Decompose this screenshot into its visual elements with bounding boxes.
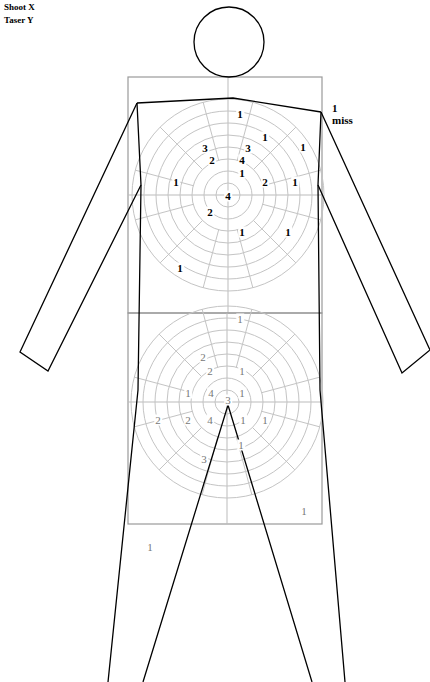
hit-count: 3 (244, 143, 252, 154)
body-outline (20, 7, 430, 682)
hit-count: 1 (261, 132, 269, 143)
target-spoke (236, 437, 252, 495)
target-ring (156, 123, 300, 267)
left-side (108, 103, 141, 682)
hit-count: 1 (239, 415, 247, 426)
hit-count: 1 (300, 506, 308, 517)
target-spoke (135, 204, 193, 220)
target-spoke (236, 309, 252, 367)
hit-count: 1 (236, 109, 244, 120)
hit-count: 3 (200, 454, 208, 465)
hit-count: 1 (238, 388, 246, 399)
target-ring (216, 183, 240, 207)
hit-count: 4 (238, 155, 246, 166)
hit-count: 4 (224, 191, 232, 202)
key-text: Taser Y (3, 16, 34, 25)
hit-count: 1 (238, 366, 246, 377)
hit-count: 1 (172, 177, 180, 188)
hit-count: 2 (199, 352, 207, 363)
target-spoke (134, 411, 192, 427)
hit-count: 1 (284, 227, 292, 238)
target-ring (203, 378, 251, 426)
hit-count: 1 (299, 142, 307, 153)
target-frame (128, 77, 322, 313)
hit-count: 2 (208, 155, 216, 166)
hit-count: 1 (331, 103, 339, 114)
head-outline (194, 7, 264, 77)
left-arm (20, 103, 141, 371)
target-ring (144, 111, 312, 279)
hit-count: 4 (206, 415, 214, 426)
target-frame (128, 313, 322, 524)
hit-count: 1 (176, 263, 184, 274)
inner-legs (143, 405, 312, 682)
hit-count: 1 (146, 542, 154, 553)
right-side (318, 112, 345, 682)
hit-count: 1 (236, 314, 244, 325)
target-spoke (263, 204, 321, 220)
hit-count: 1 (184, 388, 192, 399)
hit-count: 2 (261, 177, 269, 188)
target-spoke (135, 170, 193, 186)
target-spoke (253, 127, 295, 169)
target-spoke (160, 127, 202, 169)
shoulder-line (137, 98, 321, 112)
hit-count: 1 (261, 415, 269, 426)
hit-count: 1 (237, 440, 245, 451)
target-spoke (262, 377, 320, 393)
target-spoke (160, 220, 202, 262)
target-ring (143, 318, 311, 486)
target-spoke (159, 427, 201, 469)
target-spoke (252, 334, 294, 376)
hit-count: 2 (206, 366, 214, 377)
hit-count: 3 (224, 395, 232, 406)
hit-count: 3 (201, 143, 209, 154)
target-ring (155, 330, 299, 474)
target-ring (192, 159, 264, 231)
hit-count: 1 (291, 177, 299, 188)
target-spoke (237, 230, 253, 288)
hit-count: 1 (238, 168, 246, 179)
target-spoke (252, 427, 294, 469)
target-ring (131, 306, 323, 498)
target-spoke (253, 220, 295, 262)
right-arm (318, 112, 430, 373)
hit-count: miss (331, 115, 354, 126)
target-spoke (262, 411, 320, 427)
hit-count: 1 (238, 227, 246, 238)
target-ring (191, 366, 263, 438)
target-spoke (203, 230, 219, 288)
hit-count: 2 (206, 207, 214, 218)
crosshair (227, 313, 228, 524)
key-text: Shoot X (3, 3, 36, 12)
target-ring (132, 99, 324, 291)
hit-count: 4 (207, 388, 215, 399)
hit-count: 2 (184, 415, 192, 426)
target-spoke (159, 334, 201, 376)
hit-count: 2 (154, 415, 162, 426)
target (128, 77, 324, 313)
target-group (128, 77, 324, 524)
